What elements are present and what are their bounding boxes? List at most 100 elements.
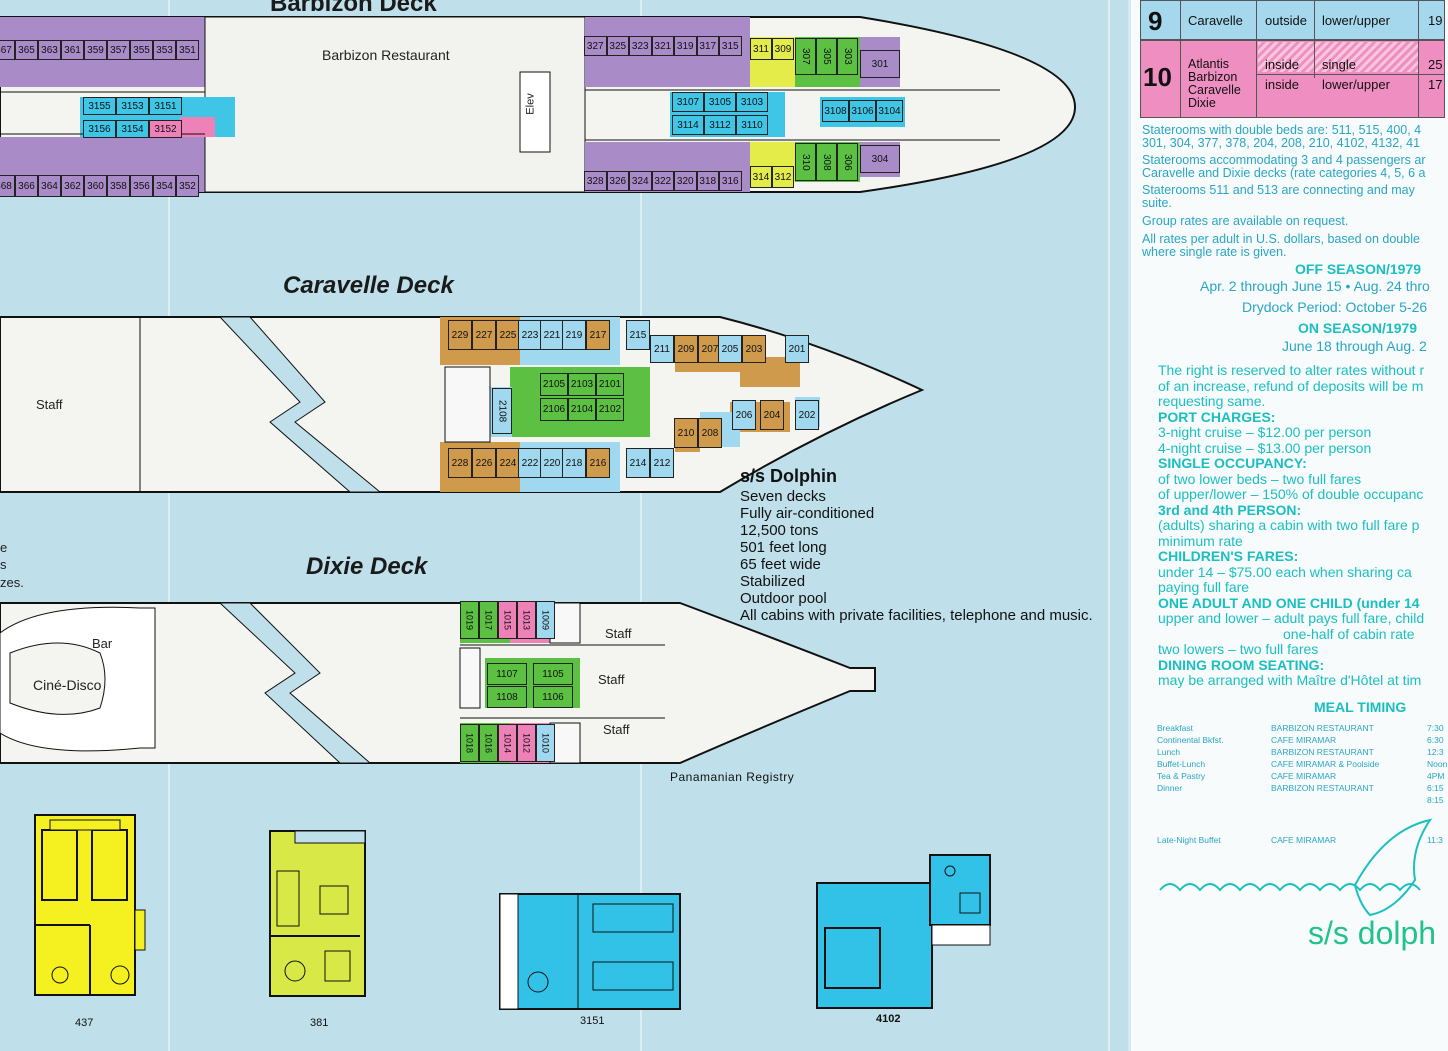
rate-beds-10-0: single xyxy=(1322,57,1356,72)
meal-row-1-col-2: 6:30 xyxy=(1427,735,1444,745)
meal-row-3-col-2: Noon xyxy=(1427,759,1448,769)
dolphin-logo-icon xyxy=(1159,818,1433,917)
note-5: suite. xyxy=(1142,196,1172,210)
rate-type-10-0: inside xyxy=(1265,57,1299,72)
meal-row-1-col-0: Continental Bkfst. xyxy=(1157,735,1224,745)
cabin-351: 351 xyxy=(176,40,199,60)
cabin-216: 216 xyxy=(586,448,610,478)
policy-line-18: two lowers – two full fares xyxy=(1158,641,1319,657)
cabin-3152: 3152 xyxy=(149,120,182,138)
rate-deck-10-2: Caravelle xyxy=(1188,83,1241,97)
cabin-312: 312 xyxy=(772,166,794,188)
policy-line-13: under 14 – $75.00 each when sharing ca xyxy=(1158,563,1412,580)
cabin-225: 225 xyxy=(496,320,520,350)
cabin-2102: 2102 xyxy=(596,398,624,421)
cabin-3110: 3110 xyxy=(736,115,768,135)
meal-row-1-col-1: CAFE MIRAMAR xyxy=(1271,735,1337,745)
cabin-202: 202 xyxy=(795,400,819,430)
cabin-365: 365 xyxy=(15,40,38,60)
ship-spec-1: Fully air-conditioned xyxy=(740,505,875,522)
ship-spec-0: Seven decks xyxy=(740,488,826,505)
meal-row-2-col-1: BARBIZON RESTAURANT xyxy=(1271,747,1374,757)
cabin-214: 214 xyxy=(626,448,650,478)
policy-line-8: of upper/lower – 150% of double occupanc xyxy=(1158,486,1424,502)
cabin-362: 362 xyxy=(61,175,84,197)
policy-line-2: requesting same. xyxy=(1158,393,1266,409)
meal-timing-title: MEAL TIMING xyxy=(1314,699,1407,715)
cabin-324: 324 xyxy=(629,171,652,191)
policy-line-7: of two lower beds – two full fares xyxy=(1158,470,1362,487)
cabin-1019: 1019 xyxy=(460,601,479,639)
meal-row-3-col-1: CAFE MIRAMAR & Poolside xyxy=(1271,759,1380,769)
cabin-3108: 3108 xyxy=(822,100,849,122)
cabin-1014: 1014 xyxy=(498,724,517,762)
cabin-206: 206 xyxy=(732,400,756,430)
policy-line-20: may be arranged with Maître d'Hôtel at t… xyxy=(1158,672,1422,688)
cropped-text-1: e xyxy=(0,540,8,555)
cabin-363: 363 xyxy=(38,40,61,60)
barbizon-restaurant-label: Barbizon Restaurant xyxy=(322,47,450,63)
cine-disco-label: Ciné-Disco xyxy=(33,677,102,693)
cabin-212: 212 xyxy=(650,448,674,478)
cabin-301: 301 xyxy=(860,50,900,78)
note-4: Staterooms 511 and 513 are connecting an… xyxy=(1142,183,1415,197)
cabin-325: 325 xyxy=(606,36,629,56)
cabin-226: 226 xyxy=(472,448,496,478)
cabin-319: 319 xyxy=(674,36,697,56)
policy-line-10: (adults) sharing a cabin with two full f… xyxy=(1158,517,1420,533)
cabin-314: 314 xyxy=(750,166,772,188)
cabin-223: 223 xyxy=(518,320,542,350)
cabin-310: 310 xyxy=(795,143,816,181)
meal-row-0-col-2: 7:30 xyxy=(1427,723,1444,733)
barbizon-deck-title: Barbizon Deck xyxy=(270,0,437,17)
cabin-309: 309 xyxy=(772,38,794,60)
cabin-3106: 3106 xyxy=(849,100,876,122)
cabin-1012: 1012 xyxy=(517,724,536,762)
cabin-1018: 1018 xyxy=(460,724,479,762)
cabin-306: 306 xyxy=(837,143,858,181)
ship-name: s/s Dolphin xyxy=(740,466,838,486)
cropped-text-2: s xyxy=(0,557,7,572)
cabin-229: 229 xyxy=(448,320,472,350)
logo-text: s/s dolph xyxy=(1308,915,1437,951)
meal-row-5-col-1: BARBIZON RESTAURANT xyxy=(1271,783,1374,793)
cabin-1010: 1010 xyxy=(536,724,555,762)
cabin-3155: 3155 xyxy=(83,97,116,115)
cabin-353: 353 xyxy=(153,40,176,60)
rates-panel xyxy=(1128,0,1448,1051)
cabin-356: 356 xyxy=(130,175,153,197)
policy-line-9: 3rd and 4th PERSON: xyxy=(1158,501,1302,518)
cabin-303: 303 xyxy=(837,38,858,75)
rate-price-10-1: 17 xyxy=(1428,77,1443,92)
cabin-367: 367 xyxy=(0,40,15,60)
cabin-311: 311 xyxy=(750,38,772,60)
policy-line-15: ONE ADULT AND ONE CHILD (under 14 xyxy=(1158,594,1420,611)
registry-label: Panamanian Registry xyxy=(670,770,795,784)
cabin-1015: 1015 xyxy=(498,601,517,639)
policy-line-0: The right is reserved to alter rates wit… xyxy=(1158,362,1425,378)
elevator-label: Elev xyxy=(524,93,537,115)
cabin-1013: 1013 xyxy=(517,601,536,639)
meal-row-7-col-1: CAFE MIRAMAR xyxy=(1271,835,1337,845)
meal-row-5-col-2: 6:15 xyxy=(1427,783,1444,793)
cabin-1107: 1107 xyxy=(487,663,527,685)
cabin-352: 352 xyxy=(176,175,199,197)
off-season-title: OFF SEASON/1979 xyxy=(1295,261,1422,277)
cabin-209: 209 xyxy=(674,335,698,363)
rate-type-10-1: inside xyxy=(1265,77,1299,92)
cabin-315: 315 xyxy=(719,36,742,56)
plan-number-437: 437 xyxy=(75,1017,94,1029)
cabin-221: 221 xyxy=(540,320,564,350)
cabin-360: 360 xyxy=(84,175,107,197)
cabin-307: 307 xyxy=(795,38,816,75)
meal-row-2-col-0: Lunch xyxy=(1157,747,1181,757)
drydock-period: Drydock Period: October 5-26 xyxy=(1242,299,1428,315)
cabin-304: 304 xyxy=(860,145,900,173)
meal-row-5-col-0: Dinner xyxy=(1157,783,1183,793)
note-6: Group rates are available on request. xyxy=(1142,214,1349,228)
cabin-321: 321 xyxy=(651,36,674,56)
cabin-3153: 3153 xyxy=(116,97,149,115)
cabin-3103: 3103 xyxy=(736,92,768,112)
dixie-staff-mid-label: Staff xyxy=(598,672,625,687)
plan-number-3151: 3151 xyxy=(580,1015,605,1027)
